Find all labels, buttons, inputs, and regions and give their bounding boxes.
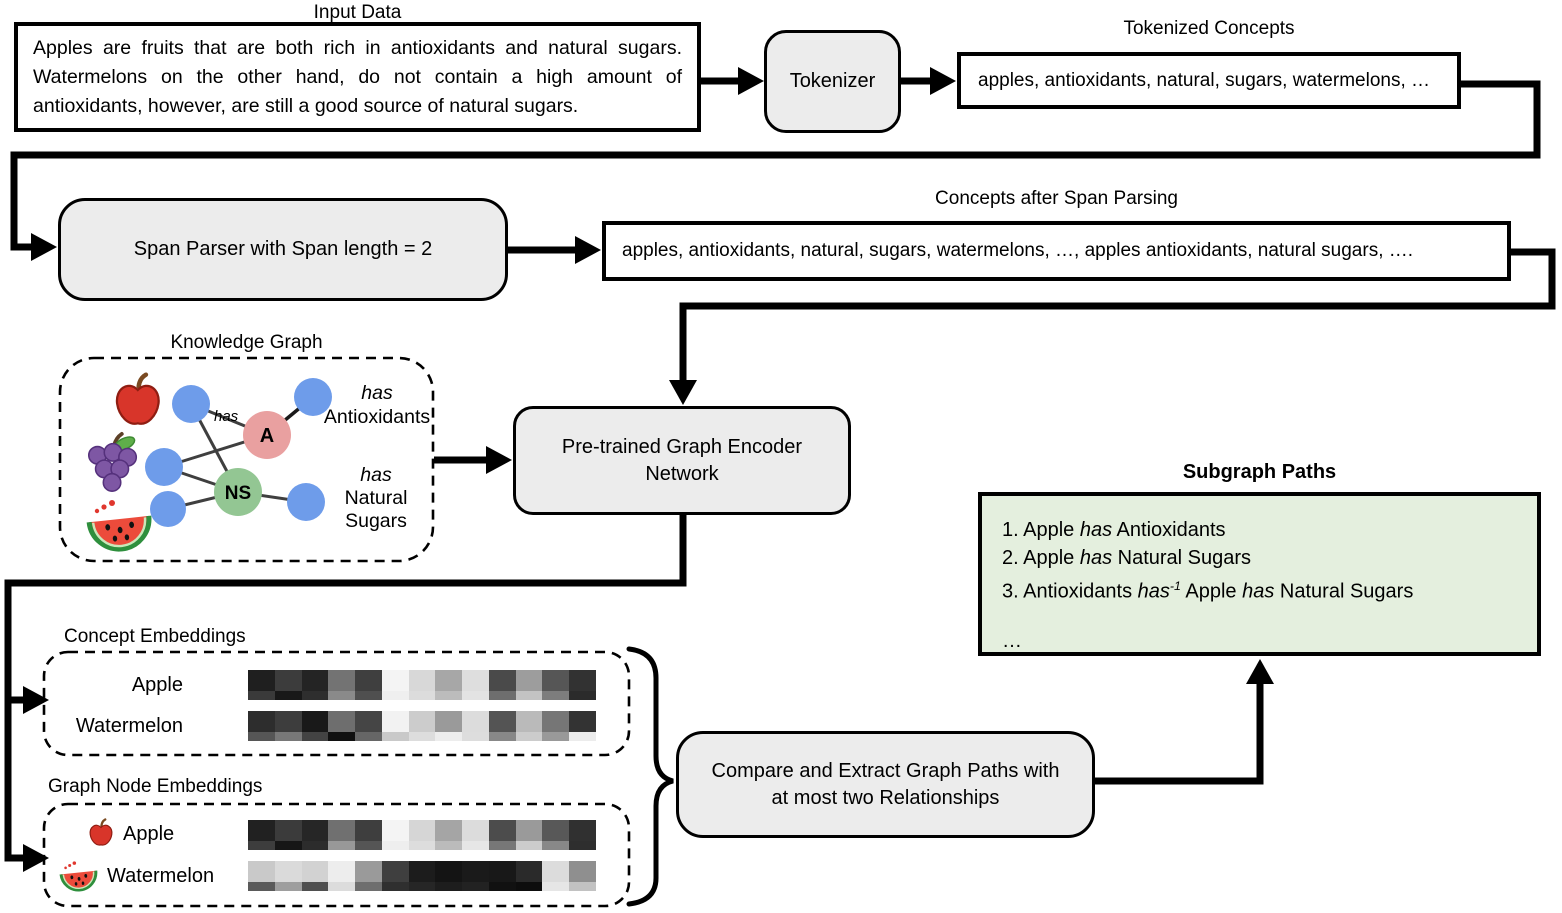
graph-node-embedding-strip-apple (248, 820, 596, 850)
kg-apple-icon (115, 372, 160, 425)
concept-embedding-label-watermelon: Watermelon (75, 715, 183, 737)
kg-edges (163, 395, 315, 511)
subgraph-paths-box: 1. Apple has Antioxidants 2. Apple has N… (978, 492, 1541, 656)
knowledge-graph-figure: A NS has (86, 372, 332, 552)
kg-antioxidants-label: Antioxidants (323, 406, 431, 428)
kg-a-node (243, 411, 291, 459)
subgraph-path-1: 1. Apple has Antioxidants (1002, 519, 1226, 541)
input-data-box: Apples are fruits that are both rich in … (14, 22, 701, 132)
graph-node-embedding-row-watermelon: Watermelon (58, 856, 214, 896)
graph-node-embedding-label-apple: Apple (123, 822, 175, 845)
compare-extract-box: Compare and Extract Graph Paths with at … (676, 731, 1095, 838)
graph-encoder-box: Pre-trained Graph Encoder Network (513, 406, 851, 515)
curly-brace (626, 646, 674, 907)
watermelon-icon (59, 861, 98, 892)
arrow-input-to-tokenizer (700, 67, 764, 95)
kg-sugars-label: Sugars (345, 510, 407, 532)
kg-watermelon-icon (86, 500, 152, 552)
kg-concept-node-3 (150, 491, 186, 527)
subgraph-paths-title: Subgraph Paths (1182, 461, 1337, 483)
arrow-tokenizer-to-tokenized (901, 67, 956, 95)
graph-node-embedding-strip-watermelon (248, 861, 596, 891)
connector-compare-to-subgraph (1094, 659, 1274, 785)
kg-natural-label: Natural (344, 487, 408, 509)
tokenizer-label: Tokenizer (789, 70, 876, 92)
knowledge-graph-title: Knowledge Graph (170, 332, 323, 353)
arrow-kg-to-encoder (434, 446, 512, 474)
apple-icon (89, 818, 113, 846)
kg-has-label-1: has (361, 382, 393, 404)
kg-concept-node-1 (172, 385, 210, 423)
tokenized-concepts-box: apples, antioxidants, natural, sugars, w… (957, 52, 1461, 109)
kg-relation-has-natural-sugars: has Natural Sugars (320, 464, 432, 533)
graph-node-embeddings-title: Graph Node Embeddings (48, 776, 263, 797)
graph-encoder-label-line1: Pre-trained Graph Encoder (561, 435, 803, 458)
kg-a-node-label: A (260, 425, 274, 447)
concept-embeddings-title: Concept Embeddings (64, 626, 246, 647)
concepts-after-span-text: apples, antioxidants, natural, sugars, w… (622, 240, 1414, 261)
subgraph-path-3: 3. Antioxidants has-1 Apple has Natural … (1002, 579, 1414, 603)
concepts-after-span-title: Concepts after Span Parsing (935, 188, 1178, 209)
graph-node-embedding-label-watermelon: Watermelon (107, 864, 215, 887)
subgraph-path-2: 2. Apple has Natural Sugars (1002, 547, 1252, 569)
kg-edge-has-label: has (214, 408, 239, 425)
kg-ns-node-label: NS (225, 483, 251, 504)
concept-embedding-strip-watermelon (248, 711, 596, 741)
input-data-title: Input Data (313, 2, 402, 23)
compare-label-line2: at most two Relationships (771, 786, 1000, 809)
arrow-span-parser-to-concepts (508, 236, 601, 264)
tokenizer-box: Tokenizer (764, 30, 901, 133)
input-data-text: Apples are fruits that are both rich in … (33, 36, 682, 117)
compare-label-line1: Compare and Extract Graph Paths with (711, 759, 1060, 782)
kg-has-label-2: has (360, 464, 392, 486)
tokenized-concepts-title: Tokenized Concepts (1123, 18, 1295, 39)
concepts-after-span-box: apples, antioxidants, natural, sugars, w… (602, 221, 1511, 281)
span-parser-label: Span Parser with Span length = 2 (133, 238, 433, 260)
tokenized-concepts-text: apples, antioxidants, natural, sugars, w… (978, 69, 1431, 91)
graph-node-embedding-row-apple: Apple (86, 816, 174, 852)
kg-ns-node (214, 468, 262, 516)
kg-relation-has-antioxidants: has Antioxidants (322, 381, 432, 429)
graph-encoder-label-line2: Network (645, 462, 719, 485)
subgraph-path-ellipsis: … (1002, 629, 1022, 652)
concept-embedding-label-apple: Apple (131, 674, 183, 696)
span-parser-box: Span Parser with Span length = 2 (58, 198, 508, 301)
concept-embedding-strip-apple (248, 670, 596, 700)
kg-grapes-icon (87, 432, 138, 492)
kg-concept-node-2 (145, 448, 183, 486)
